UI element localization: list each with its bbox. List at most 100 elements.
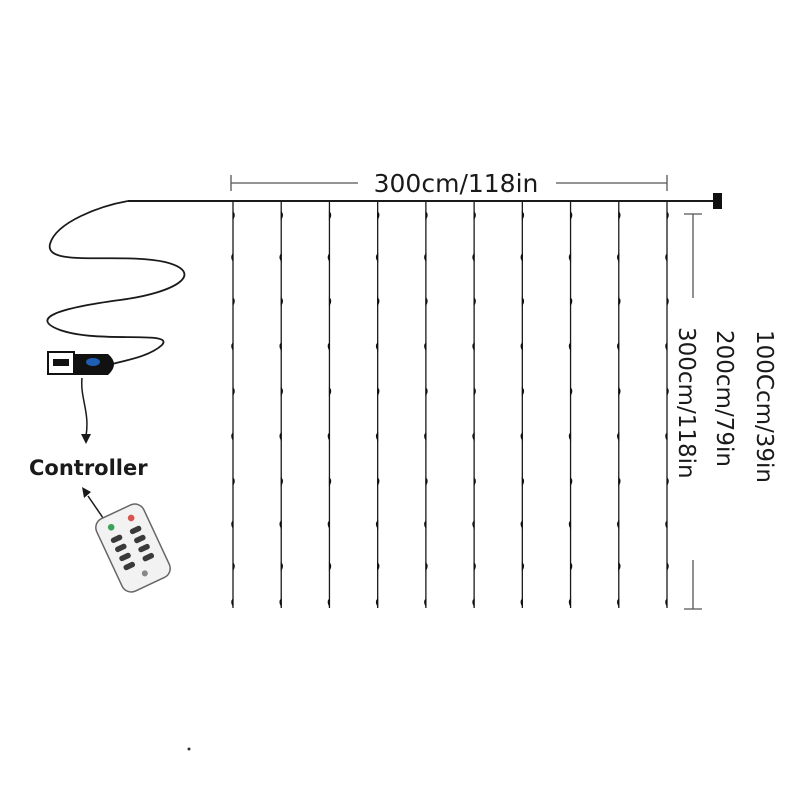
led-bulb [231, 252, 234, 263]
led-bulb [328, 476, 332, 487]
led-bulb [665, 519, 668, 530]
height-label-300: 300cm/118in [673, 327, 699, 479]
led-bulb [424, 597, 427, 608]
width-dimension: 300cm/118in [230, 169, 668, 198]
remote-button [134, 534, 146, 544]
usb-cord [46, 200, 186, 375]
usb-connector-pin [53, 359, 69, 366]
led-bulb [232, 296, 235, 307]
led-bulb [279, 341, 282, 352]
arrow-down-head [81, 434, 91, 444]
led-bulb [231, 597, 234, 608]
led-bulb [520, 252, 523, 263]
led-bulb [328, 210, 332, 221]
led-bulb [616, 597, 620, 608]
led-bulb [424, 252, 427, 263]
usb-cable [46, 200, 186, 365]
led-bulb [375, 341, 379, 352]
led-bulb [425, 476, 428, 487]
led-bulb [328, 561, 332, 572]
led-bulb [424, 341, 427, 352]
led-bulb [279, 252, 282, 263]
controller-label: Controller [29, 456, 148, 480]
led-bulb [473, 386, 476, 397]
remote-button [115, 543, 127, 553]
led-bulb [375, 519, 379, 530]
led-bulb [568, 597, 572, 608]
led-bulb [618, 561, 621, 572]
led-bulb [616, 252, 620, 263]
usb-blue-button [86, 358, 100, 366]
led-bulb [327, 252, 330, 263]
led-bulb [570, 476, 573, 487]
remote-button [123, 561, 136, 571]
led-bulb [618, 210, 621, 221]
led-bulb [666, 210, 669, 221]
led-bulb [472, 341, 475, 352]
led-bulb [279, 597, 282, 608]
led-bulb [473, 476, 476, 487]
led-bulb [375, 252, 379, 263]
led-bulb [618, 476, 621, 487]
led-bulb [520, 519, 523, 530]
led-bulb [280, 561, 284, 572]
led-bulb [570, 561, 573, 572]
led-bulb [521, 210, 525, 221]
led-bulb [279, 431, 282, 442]
led-bulb [232, 386, 235, 397]
led-bulb [377, 476, 380, 487]
height-labels: 300cm/118in 200cm/79in 100Ccm/39in [673, 327, 777, 483]
led-bulb [424, 519, 427, 530]
led-bulb [280, 210, 284, 221]
remote-button [138, 543, 150, 553]
led-bulb [377, 386, 380, 397]
remote-button [129, 525, 142, 535]
led-bulb [425, 386, 428, 397]
led-bulb [232, 561, 235, 572]
led-bulb [377, 296, 380, 307]
width-label: 300cm/118in [374, 169, 539, 198]
led-bulb [665, 252, 668, 263]
led-bulb [327, 597, 330, 608]
height-dimension [684, 213, 702, 610]
led-bulb [666, 386, 669, 397]
remote-button-off [127, 514, 135, 522]
led-bulb [425, 210, 428, 221]
led-bulb [424, 431, 427, 442]
led-bulb [568, 431, 572, 442]
led-bulb [377, 561, 380, 572]
led-bulb [327, 431, 330, 442]
led-bulb [328, 386, 332, 397]
stray-dot [187, 747, 191, 751]
led-bulb [666, 561, 669, 572]
led-bulb [375, 431, 379, 442]
led-bulb [377, 210, 380, 221]
led-bulb [472, 519, 475, 530]
led-bulb [666, 476, 669, 487]
led-bulb [521, 296, 525, 307]
led-bulb [570, 386, 573, 397]
led-bulb [280, 476, 284, 487]
controller-arrow-down [81, 377, 91, 444]
remote-button [142, 552, 155, 562]
remote-button-grid [110, 525, 155, 571]
led-bulb [666, 296, 669, 307]
led-bulb [328, 296, 332, 307]
led-bulb [280, 296, 284, 307]
top-cable [128, 193, 722, 209]
led-bulb [472, 252, 475, 263]
led-bulb [616, 341, 620, 352]
led-bulb [232, 476, 235, 487]
led-bulb [425, 561, 428, 572]
led-bulb [618, 386, 621, 397]
led-bulb [327, 519, 330, 530]
led-bulb [231, 519, 234, 530]
led-bulb [568, 519, 572, 530]
led-bulb [520, 431, 523, 442]
led-bulb [616, 431, 620, 442]
led-bulb [618, 296, 621, 307]
end-cap [713, 193, 722, 209]
led-bulb [665, 341, 668, 352]
